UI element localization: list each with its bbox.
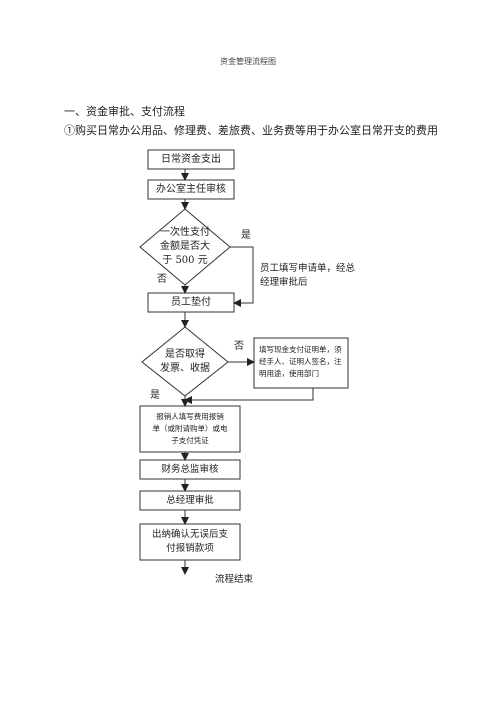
yes-label-2: 是 (150, 390, 160, 401)
page-title: 资金管理流程图 (220, 57, 276, 66)
decision1-line: 一次性支付 (160, 227, 210, 238)
reimburse-line: 单（或附请购单）或电 (152, 424, 228, 433)
reimburse-box (139, 405, 241, 453)
decision2-label: 是否取得 发票、收据 (145, 348, 225, 376)
cash-note-line: 填写现金支付证明单，须 (259, 345, 342, 354)
start-box (147, 149, 235, 170)
cashier-pay-label: 出纳确认无误后支 付报销款项 (140, 528, 240, 556)
office-review-label: 办公室主任审核 (156, 184, 226, 195)
arrow-decision1-yes (230, 246, 254, 307)
decision1-line: 于 500 元 (162, 255, 208, 266)
arrow-cashnote-return (184, 388, 314, 404)
gm-approval-label: 总经理审批 (166, 495, 214, 506)
start-label: 日常资金支出 (161, 154, 221, 165)
end-label: 流程结束 (215, 574, 254, 585)
apply-note-line: 员工填写申请单，经总 (260, 263, 356, 274)
decision2-line: 发票、收据 (160, 363, 210, 374)
finance-review-label: 财务总监审核 (161, 464, 219, 475)
decision1-line: 金额是否大 (160, 241, 210, 252)
reimburse-line: 报销人填写费用报销 (156, 412, 224, 421)
cashier-pay-line: 付报销款项 (166, 543, 214, 554)
subheading: ①购买日常办公用品、修理费、差旅费、业务费等用于办公室日常开支的费用 (64, 124, 438, 137)
section-heading: 一、资金审批、支付流程 (64, 105, 185, 118)
cash-note-line: 经手人、证明人签名，注 (259, 357, 342, 366)
reimburse-label: 报销人填写费用报销 单（或附请购单）或电 子支付凭证 (140, 411, 240, 447)
office-review-box (147, 179, 235, 200)
apply-note: 员工填写申请单，经总 经理审批后 (260, 262, 355, 290)
cash-note-line: 明用途，使用部门 (259, 369, 319, 378)
apply-note-line: 经理审批后 (260, 277, 308, 288)
gm-approval-box (139, 490, 241, 511)
cashier-pay-box (139, 523, 241, 561)
decision1-label: 一次性支付 金额是否大 于 500 元 (145, 226, 225, 268)
no-label-2: 否 (234, 341, 244, 352)
reimburse-line: 子支付凭证 (171, 436, 209, 445)
yes-label-1: 是 (241, 230, 251, 241)
no-label-1: 否 (157, 274, 167, 285)
cashier-pay-line: 出纳确认无误后支 (151, 529, 228, 540)
decision2-line: 是否取得 (165, 349, 205, 360)
employee-advance-label: 员工垫付 (171, 297, 211, 308)
finance-review-box (139, 459, 241, 480)
cash-note-label: 填写现金支付证明单，须 经手人、证明人签名，注 明用途，使用部门 (259, 344, 342, 380)
